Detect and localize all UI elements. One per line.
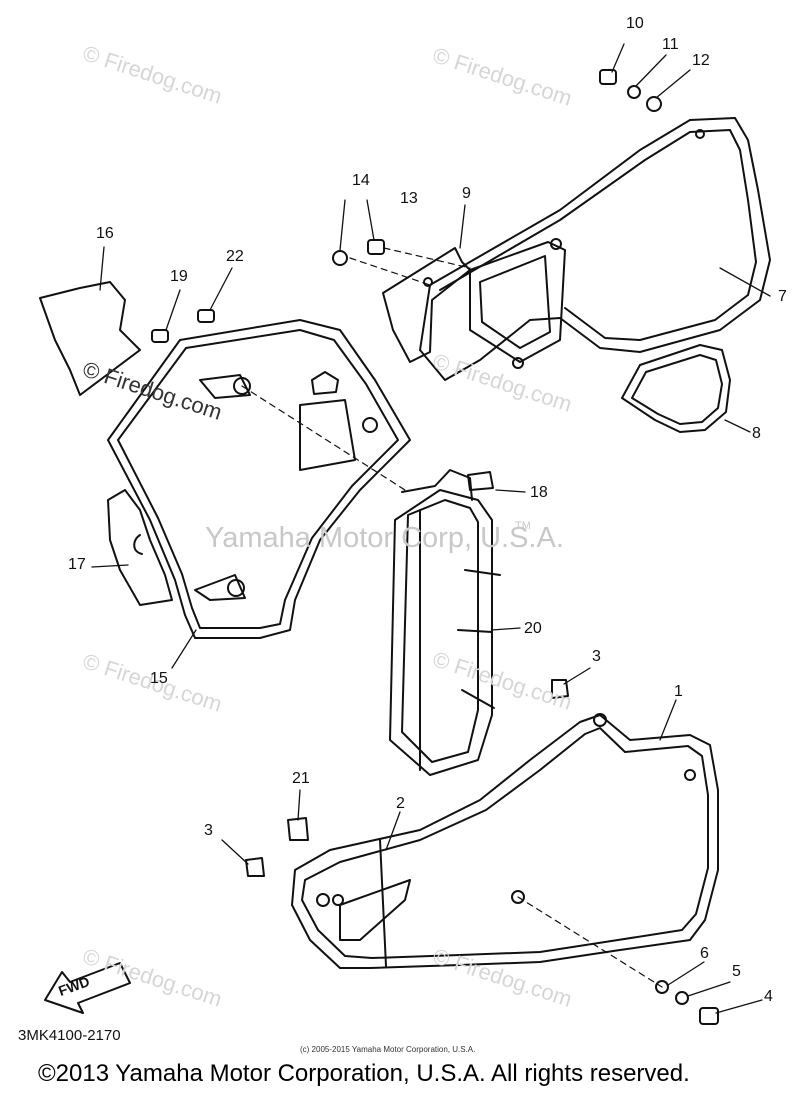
callout-14: 14	[352, 172, 370, 189]
callout-19: 19	[170, 268, 188, 285]
callout-4: 4	[764, 988, 773, 1005]
part-1-side-cover	[291, 713, 719, 969]
callout-8: 8	[752, 425, 761, 442]
callout-2: 2	[396, 795, 405, 812]
callout-18: 18	[530, 484, 548, 501]
part-20-duct	[389, 469, 501, 776]
callout-1: 1	[674, 683, 683, 700]
callout-3: 3	[592, 648, 601, 665]
leader-lines	[91, 43, 771, 1014]
part-9-bracket	[382, 247, 471, 363]
callout-12: 12	[692, 52, 710, 69]
part-7-side-cover	[419, 117, 771, 381]
callout-15: 15	[150, 670, 168, 687]
callout-10: 10	[626, 15, 644, 32]
footer-copyright: ©2013 Yamaha Motor Corporation, U.S.A. A…	[38, 1060, 690, 1087]
callout-17: 17	[68, 556, 86, 573]
callout-6: 6	[700, 945, 709, 962]
watermark-main: Yamaha Motor Corp, U.S.A.	[205, 522, 564, 554]
callout-3: 3	[204, 822, 213, 839]
watermark-tm: TM	[515, 520, 531, 532]
callout-9: 9	[462, 185, 471, 202]
part-17-partial-panel	[107, 489, 173, 606]
callout-20: 20	[524, 620, 542, 637]
callout-11: 11	[662, 36, 679, 53]
callout-22: 22	[226, 248, 244, 265]
fwd-arrow-shape	[44, 962, 131, 1014]
callout-16: 16	[96, 225, 114, 242]
diagram-code: 3MK4100-2170	[18, 1027, 121, 1044]
small-copyright: (c) 2005-2015 Yamaha Motor Corporation, …	[300, 1045, 476, 1054]
part-8-gasket	[621, 344, 731, 433]
part-15-side-panel	[107, 319, 411, 639]
callout-13: 13	[400, 190, 418, 207]
callout-21: 21	[292, 770, 310, 787]
callout-7: 7	[778, 288, 787, 305]
callout-5: 5	[732, 963, 741, 980]
fasteners	[151, 69, 719, 1025]
alignment-lines	[241, 247, 663, 988]
